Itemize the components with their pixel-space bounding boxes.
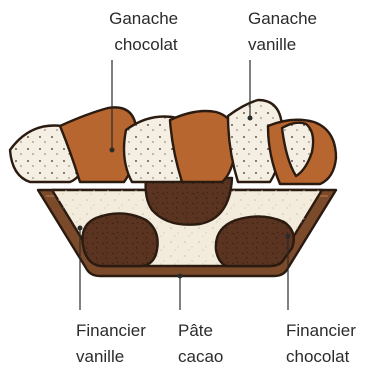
label-ganache-chocolat: Ganache chocolat xyxy=(109,9,183,54)
label-financier-vanille: Financier vanille xyxy=(76,321,151,366)
ganache-swirls xyxy=(10,100,336,184)
label-financier-chocolat: Financier chocolat xyxy=(286,321,361,366)
label-ganache-vanille: Ganache vanille xyxy=(248,9,322,54)
label-pate-cacao: Pâte cacao xyxy=(178,321,223,366)
